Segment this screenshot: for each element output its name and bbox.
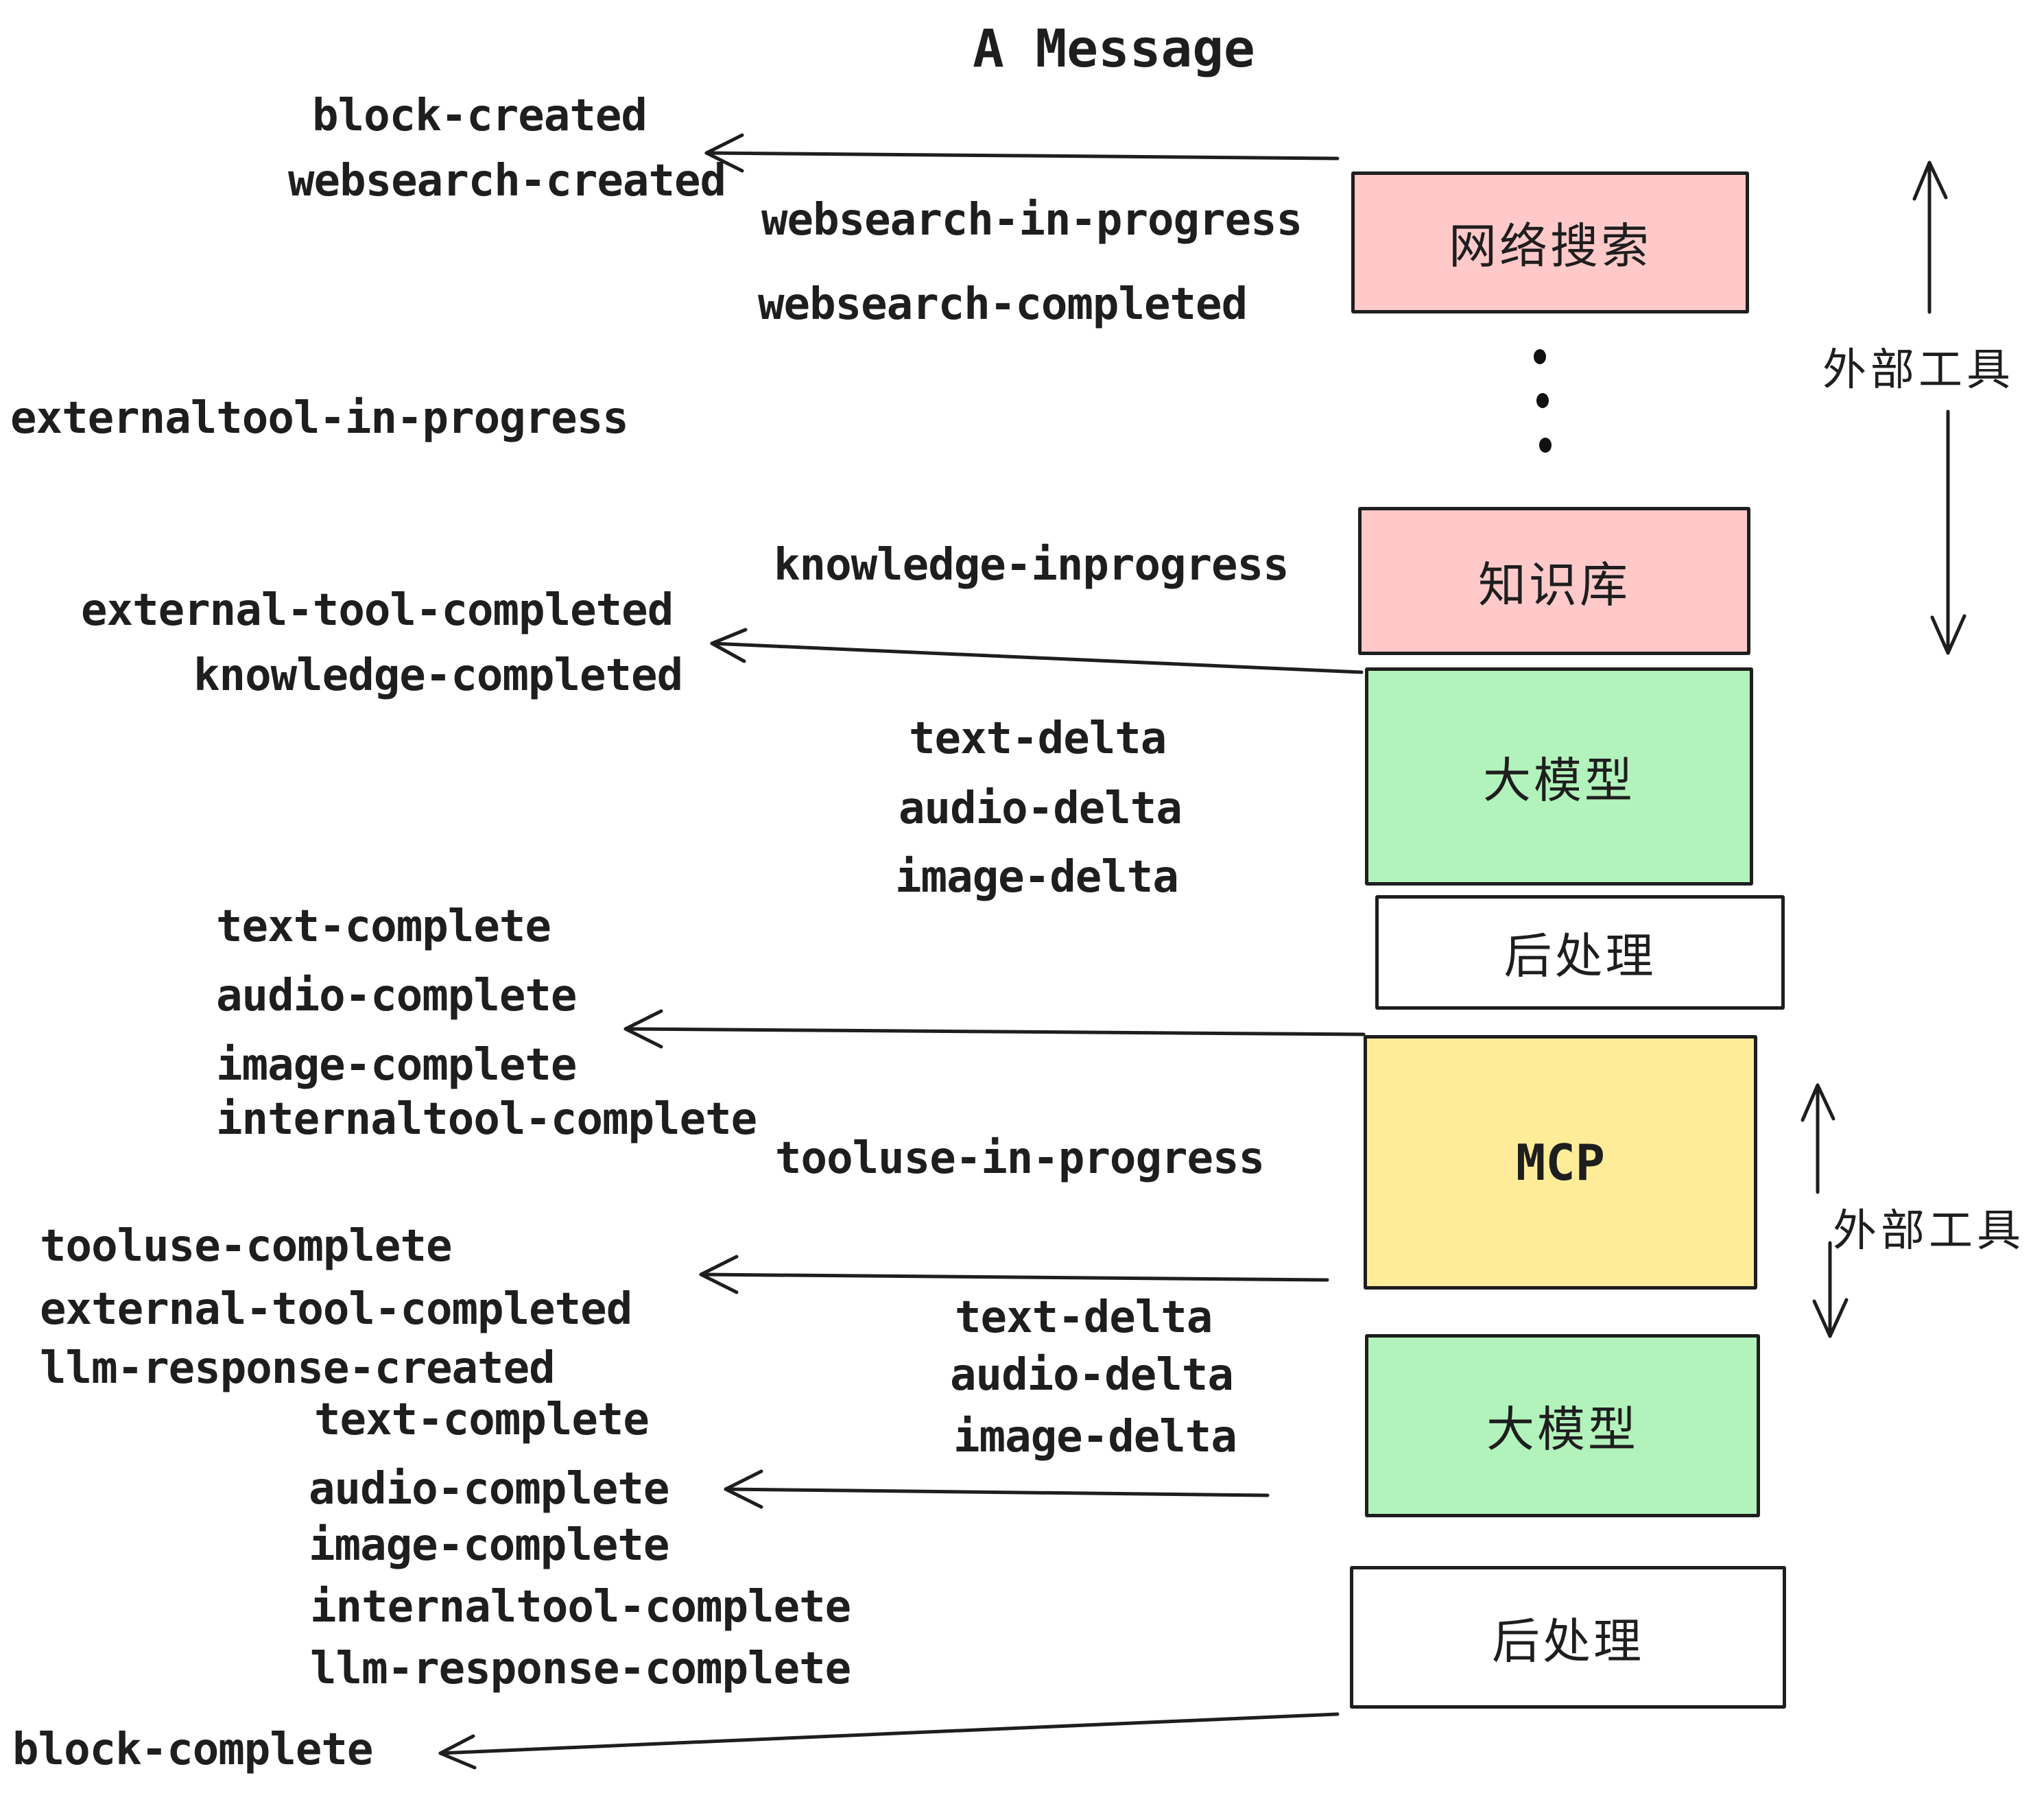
ellipsis-dot xyxy=(1536,393,1549,408)
node-postprocess-2: 后处理 xyxy=(1350,1566,1786,1709)
node-postprocess-2-label: 后处理 xyxy=(1492,1614,1644,1668)
event-audio-delta-2: audio-delta xyxy=(950,1350,1234,1401)
event-knowledge-completed: knowledge-completed xyxy=(193,650,683,701)
arrow-block-websearch-created xyxy=(704,133,1340,173)
event-block-complete: block-complete xyxy=(12,1724,373,1775)
event-tooluse-complete: tooluse-complete xyxy=(40,1221,452,1272)
event-image-delta-1: image-delta xyxy=(895,852,1179,903)
ellipsis-dot xyxy=(1539,438,1552,453)
event-audio-complete-1: audio-complete xyxy=(216,971,577,1021)
arrow-audio-complete xyxy=(724,1469,1270,1509)
event-knowledge-inprogress: knowledge-inprogress xyxy=(774,540,1290,591)
event-text-complete-2: text-complete xyxy=(314,1394,650,1445)
event-image-complete-1: image-complete xyxy=(216,1040,577,1091)
event-audio-complete-2: audio-complete xyxy=(309,1464,669,1515)
event-websearch-completed: websearch-completed xyxy=(758,279,1248,330)
node-knowledge-base: 知识库 xyxy=(1358,507,1750,655)
node-mcp-label: MCP xyxy=(1515,1133,1606,1191)
node-postprocess-1: 后处理 xyxy=(1375,895,1785,1010)
event-tooluse-in-progress: tooluse-in-progress xyxy=(775,1133,1265,1184)
event-external-tool-completed-2: external-tool-completed xyxy=(40,1284,632,1335)
diagram-title: A Message xyxy=(973,18,1255,79)
arrow-tooluse-complete xyxy=(699,1255,1329,1294)
event-image-delta-2: image-delta xyxy=(953,1412,1237,1462)
arrow-external-tools-down-1 xyxy=(1930,410,1966,655)
arrow-block-complete xyxy=(438,1712,1340,1770)
node-knowledge-base-label: 知识库 xyxy=(1478,558,1630,612)
external-tools-label-bottom: 外部工具 xyxy=(1833,1206,2025,1255)
external-tools-label-top: 外部工具 xyxy=(1822,345,2015,394)
node-llm-1: 大模型 xyxy=(1365,667,1753,886)
ellipsis-dot xyxy=(1534,349,1546,364)
node-postprocess-1-label: 后处理 xyxy=(1504,929,1656,983)
event-websearch-in-progress: websearch-in-progress xyxy=(761,195,1303,246)
arrow-external-tools-up-1 xyxy=(1912,161,1948,314)
event-text-delta-1: text-delta xyxy=(909,713,1167,764)
event-internaltool-complete-2: internaltool-complete xyxy=(310,1582,851,1633)
event-externaltool-in-progress: externaltool-in-progress xyxy=(10,393,629,444)
arrow-image-complete xyxy=(623,1009,1366,1049)
event-internaltool-complete-1: internaltool-complete xyxy=(216,1094,757,1145)
event-image-complete-2: image-complete xyxy=(309,1520,669,1571)
event-text-complete-1: text-complete xyxy=(216,901,551,952)
arrow-knowledge-completed xyxy=(710,628,1364,674)
node-mcp: MCP xyxy=(1364,1035,1757,1290)
event-audio-delta-1: audio-delta xyxy=(899,783,1183,834)
event-external-tool-completed: external-tool-completed xyxy=(81,585,674,636)
node-websearch: 网络搜索 xyxy=(1351,171,1749,313)
event-block-created: block-created xyxy=(312,91,647,141)
node-llm-2: 大模型 xyxy=(1365,1334,1760,1517)
event-websearch-created: websearch-created xyxy=(288,156,726,206)
event-llm-response-created: llm-response-created xyxy=(40,1343,556,1394)
event-llm-response-complete: llm-response-complete xyxy=(310,1643,851,1694)
node-websearch-label: 网络搜索 xyxy=(1449,219,1652,273)
arrow-external-tools-down-2 xyxy=(1812,1241,1849,1338)
arrow-external-tools-up-2 xyxy=(1801,1083,1835,1194)
event-text-delta-2: text-delta xyxy=(955,1292,1213,1343)
node-llm-1-label: 大模型 xyxy=(1483,753,1635,807)
node-llm-2-label: 大模型 xyxy=(1486,1403,1639,1456)
